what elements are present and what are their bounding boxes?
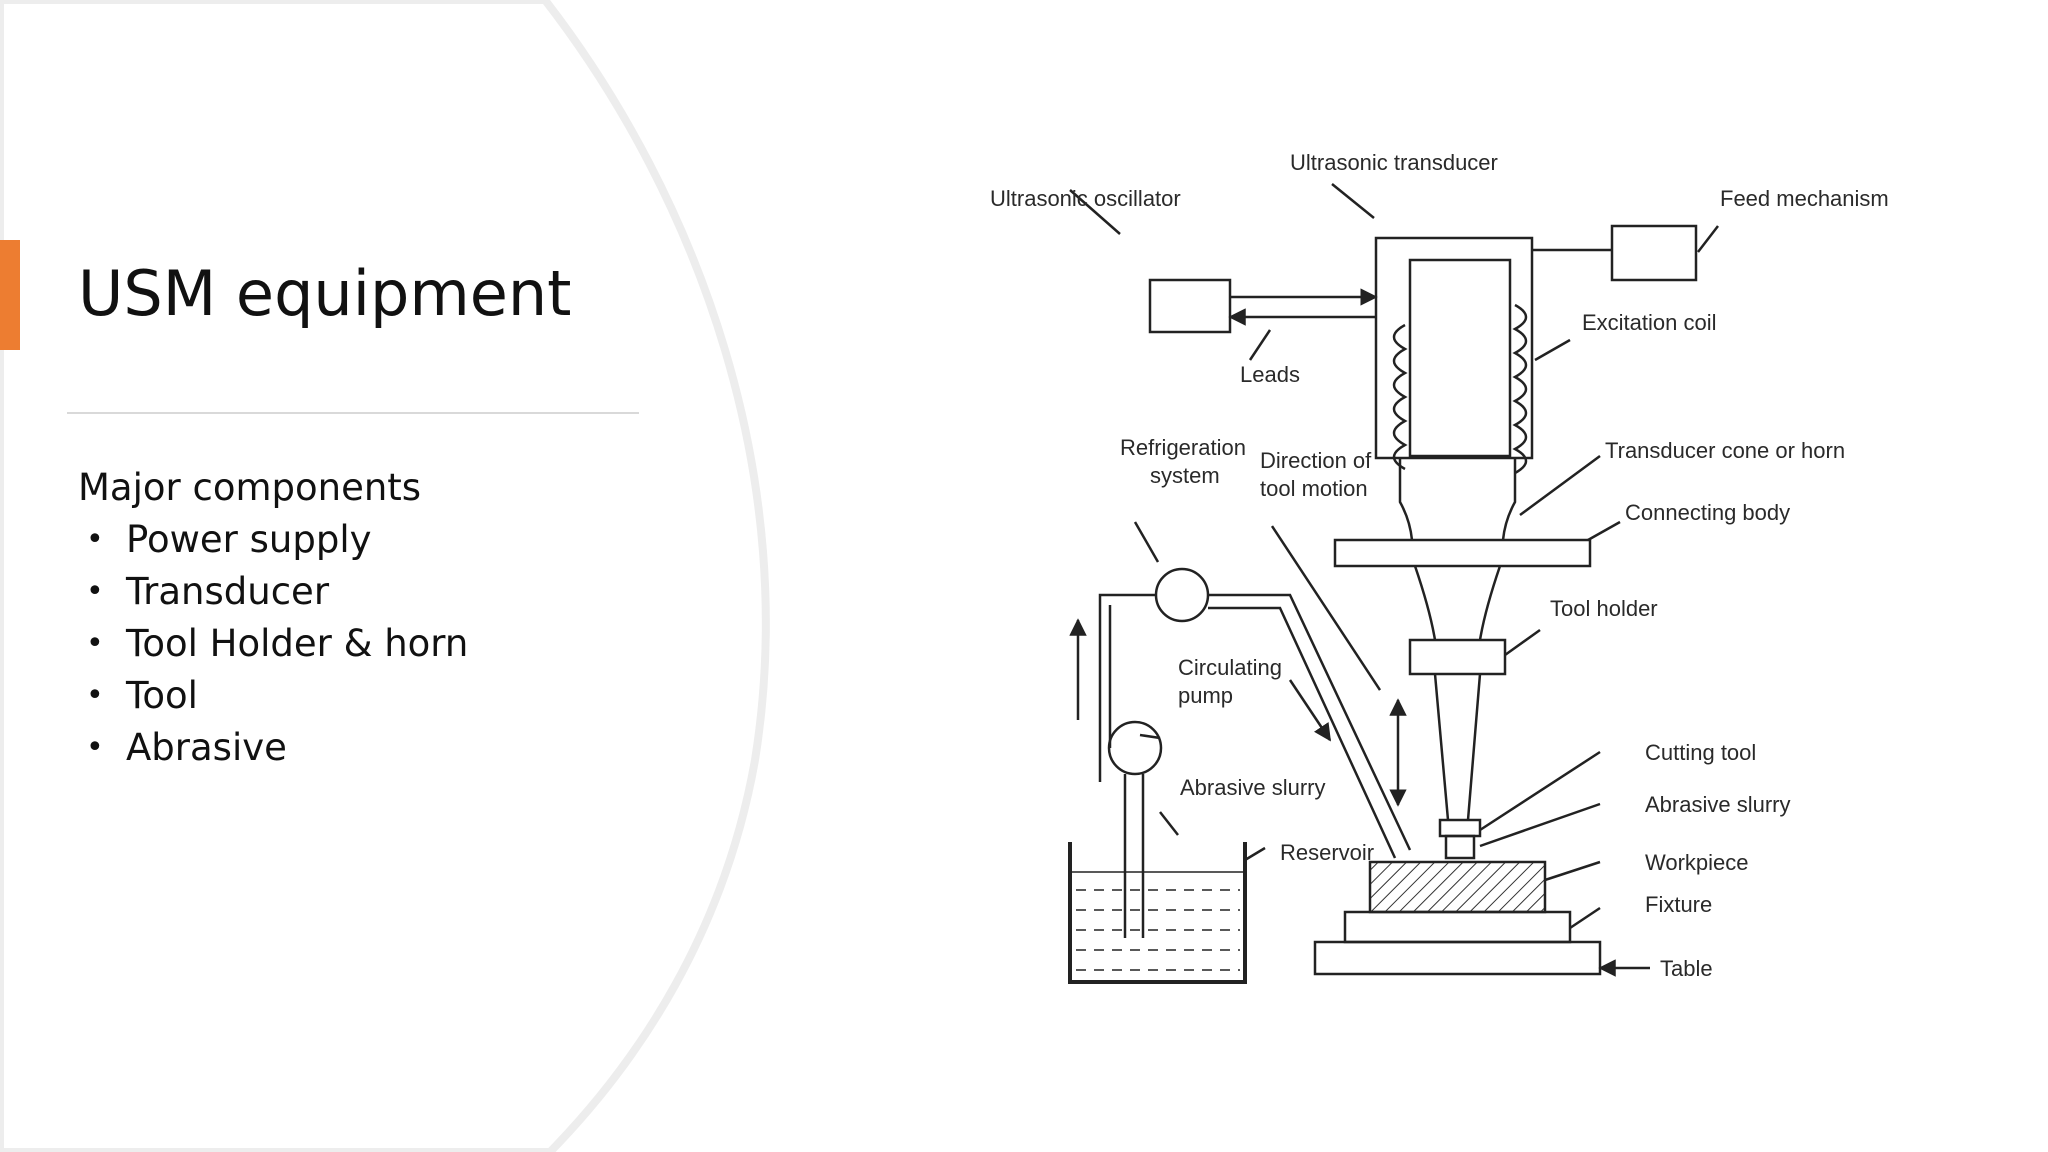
label-abrasive-slurry-left: Abrasive slurry [1180,775,1325,800]
label-excitation-coil: Excitation coil [1582,310,1717,335]
label-fixture: Fixture [1645,892,1712,917]
label-ultrasonic-oscillator: Ultrasonic oscillator [990,186,1181,211]
label-refrigeration-1: Refrigeration [1120,435,1246,460]
table [1313,940,1602,976]
refrigeration-unit [1154,567,1210,623]
list-item: Transducer [78,566,638,618]
label-leads: Leads [1240,362,1300,387]
label-ultrasonic-transducer: Ultrasonic transducer [1290,150,1498,175]
fixture [1343,910,1572,944]
slide-title: USM equipment [78,257,572,330]
transducer-core [1408,258,1512,458]
list-item: Tool Holder & horn [78,618,638,670]
label-reservoir: Reservoir [1280,840,1374,865]
label-direction-2: tool motion [1260,476,1368,501]
tool-holder [1408,638,1507,676]
slide-body: Major components Power supply Transducer… [78,462,638,774]
tool-tip [1444,834,1476,860]
label-abrasive-slurry-right: Abrasive slurry [1645,792,1790,817]
feed-mechanism-box [1610,224,1698,282]
label-tool-holder: Tool holder [1550,596,1658,621]
component-list: Power supply Transducer Tool Holder & ho… [78,514,638,774]
label-direction-1: Direction of [1260,448,1372,473]
label-circulating-2: pump [1178,683,1233,708]
tool-horn-upper [1413,565,1502,641]
cutting-tool [1438,818,1482,838]
tool-horn-lower [1433,673,1482,821]
list-item: Tool [78,670,638,722]
reservoir [1068,842,1247,984]
label-connecting-body: Connecting body [1625,500,1790,525]
transducer-frame [1374,236,1534,460]
transducer-horn [1398,458,1517,541]
excitation-coil-right [1512,303,1528,475]
label-workpiece: Workpiece [1645,850,1749,875]
circulating-pump [1107,720,1163,776]
oscillator-box [1148,278,1232,334]
accent-bar [0,240,20,350]
label-transducer-cone: Transducer cone or horn [1605,438,1845,463]
list-item: Power supply [78,514,638,566]
flow-arrow [1288,679,1332,742]
label-circulating-1: Circulating [1178,655,1282,680]
slurry-pipe [1098,593,1412,859]
title-divider [67,412,639,414]
intro-text: Major components [78,466,422,509]
workpiece [1368,860,1547,914]
list-item: Abrasive [78,722,638,774]
label-table: Table [1660,956,1713,981]
usm-diagram: Ultrasonic transducer Ultrasonic oscilla… [990,150,1889,984]
reservoir-inlet [1123,774,1145,938]
label-cutting-tool: Cutting tool [1645,740,1756,765]
connecting-body [1333,538,1592,568]
label-refrigeration-2: system [1150,463,1220,488]
excitation-coil-left [1392,323,1408,471]
diagram-labels: Ultrasonic transducer Ultrasonic oscilla… [990,150,1889,981]
label-feed-mechanism: Feed mechanism [1720,186,1889,211]
